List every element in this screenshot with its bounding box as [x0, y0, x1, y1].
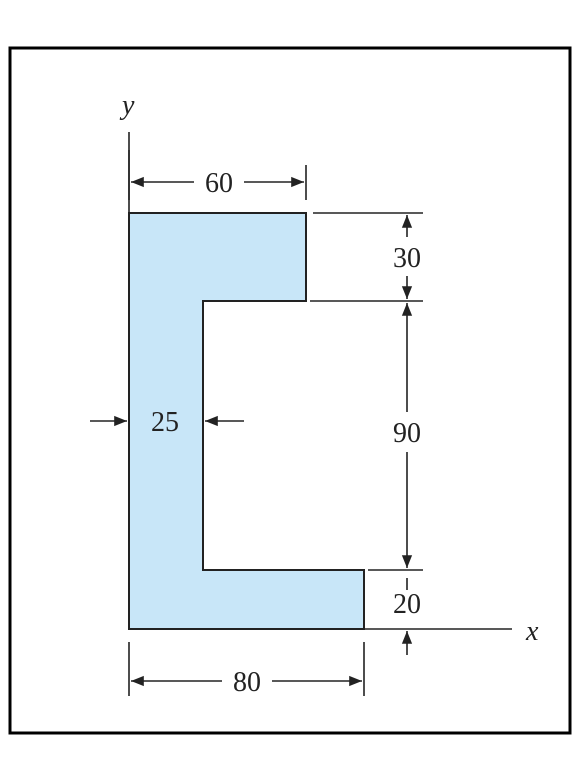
figure-frame	[8, 46, 572, 735]
y-axis-label: y	[119, 90, 135, 121]
web-thickness-label: 25	[151, 407, 179, 438]
channel-section	[128, 212, 365, 630]
top-width-label: 60	[205, 168, 233, 199]
bottom-width-label: 80	[233, 667, 261, 698]
dim-90-label: 90	[393, 418, 421, 449]
dim-30-label: 30	[393, 243, 421, 274]
dim-20-label: 20	[393, 589, 421, 620]
x-axis-label: x	[525, 616, 539, 647]
